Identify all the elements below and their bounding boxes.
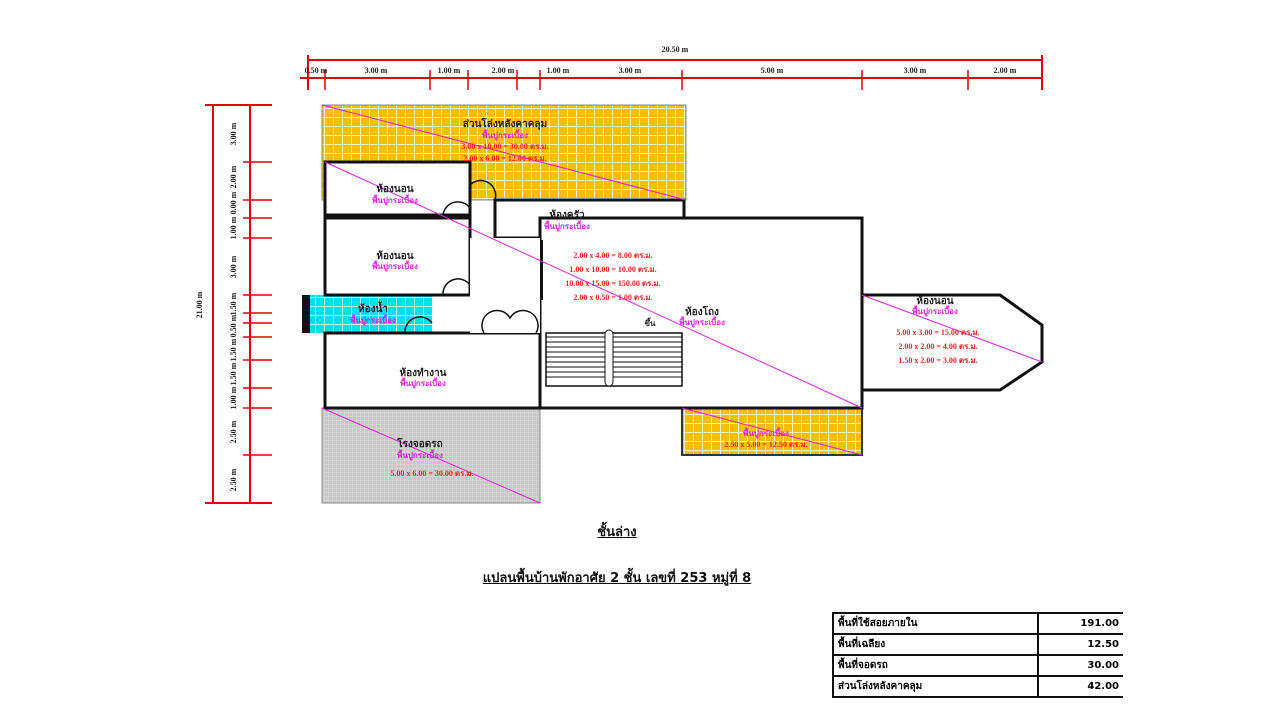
area-calc: 2.00 x 6.00 = 12.00 ตร.ม. (463, 154, 546, 163)
dim-label: 0.50 m (305, 66, 328, 75)
area-calc: 2.00 x 4.00 = 8.00 ตร.ม. (573, 251, 652, 260)
stair-up-mark: ขึ้น (645, 317, 656, 328)
row-value: 12.50 (1037, 633, 1123, 656)
dim-label: 2.00 m (229, 165, 238, 188)
dim-label: 0.00 m (229, 191, 238, 214)
floor-type: พื้นปูกระเบื้อง (544, 220, 590, 232)
area-calc: 3.00 x 10.00 = 30.00 ตร.ม. (461, 142, 548, 151)
dim-label: 3.00 m (229, 122, 238, 145)
area-calc: 2.00 x 2.00 = 4.00 ตร.ม. (898, 342, 977, 351)
floor-type: พื้นปูกระเบื้อง (743, 427, 789, 439)
floor-type: พื้นปูกระเบื้อง (372, 194, 418, 206)
floor-type: พื้นปูกระเบื้อง (912, 305, 958, 317)
plan-title: แปลนพื้นบ้านพักอาศัย 2 ชั้น เลขที่ 253 ห… (0, 567, 1234, 588)
stair-treads (546, 329, 682, 387)
row-label: พื้นที่ใช้สอยภายใน (832, 612, 1039, 635)
room-name: ห้องนอน (376, 250, 413, 262)
office (323, 331, 542, 410)
top-dimensions (300, 55, 1043, 90)
bedroom-2 (323, 216, 472, 297)
area-calc: 2.00 x 0.50 = 1.00 ตร.ม. (573, 293, 652, 302)
floor-type: พื้นปูกระเบื้อง (482, 129, 528, 141)
bedroom-1 (323, 160, 472, 217)
row-label: ส่วนโล่งหลังคาคลุม (832, 675, 1039, 698)
side-segment-labels: 3.00 m 2.00 m 1.00 m 0.00 m 3.00 m 1.50 … (229, 122, 238, 491)
area-calc: 2.50 x 5.00 = 12.50 ตร.ม. (724, 440, 807, 449)
door-swings (404, 179, 539, 334)
bathroom (302, 295, 432, 333)
room-name: ห้องนอน (916, 295, 953, 307)
area-calc: 1.00 x 10.00 = 10.00 ตร.ม. (569, 265, 656, 274)
dim-label: 5.00 m (761, 66, 784, 75)
dim-label: 2.50 m (229, 468, 238, 491)
dim-label: 1.00 m (229, 386, 238, 409)
room-name: ห้องนอน (376, 183, 413, 195)
row-label: พื้นที่จอดรถ (832, 654, 1039, 677)
overall-depth-label: 21.00 m (195, 291, 204, 318)
dim-label: 1.00 m (547, 66, 570, 75)
room-name: ห้องน้ำ (358, 301, 388, 315)
row-value: 42.00 (1037, 675, 1123, 698)
floor-type: พื้นปูกระเบื้อง (400, 377, 446, 389)
overall-width-label: 20.50 m (662, 45, 689, 54)
room-name: ห้องครัว (549, 209, 585, 221)
top-segment-labels: 0.50 m 3.00 m 1.00 m 2.00 m 1.00 m 3.00 … (305, 66, 1017, 75)
dim-label: 2.00 m (492, 66, 515, 75)
floor-type: พื้นปูกระเบื้อง (679, 316, 725, 328)
dim-label: 1.00 m (438, 66, 461, 75)
dim-label: 3.00 m (904, 66, 927, 75)
floor-type: พื้นปูกระเบื้อง (397, 449, 443, 461)
room-name: ห้องโถง (685, 305, 719, 318)
dim-label: 3.00 m (365, 66, 388, 75)
row-value: 191.00 (1037, 612, 1123, 635)
row-label: พื้นที่เฉลียง (832, 633, 1039, 656)
dim-label: 3.00 m (229, 255, 238, 278)
dim-label: 2.50 m (229, 420, 238, 443)
area-calc: 5.00 x 3.00 = 15.00 ตร.ม. (896, 328, 979, 337)
dim-label: 0.50 m (229, 314, 238, 337)
room-labels: ส่วนโล่งหลังคาคลุม พื้นปูกระเบื้อง 3.00 … (350, 117, 980, 478)
area-calc: 10.00 x 15.00 = 150.00 ตร.ม. (565, 279, 660, 288)
row-value: 30.00 (1037, 654, 1123, 677)
dim-label: 1.50 m (229, 338, 238, 361)
dim-label: 3.00 m (619, 66, 642, 75)
area-calc: 1.50 x 2.00 = 3.00 ตร.ม. (898, 356, 977, 365)
dim-label: 1.50 m (229, 362, 238, 385)
walls (302, 160, 1044, 410)
room-name: ห้องทำงาน (399, 367, 446, 379)
floor-type: พื้นปูกระเบื้อง (350, 314, 396, 326)
floor-title: ชั้นล่าง (0, 521, 1234, 542)
guide-lines (321, 104, 1043, 504)
room-name: ส่วนโล่งหลังคาคลุม (463, 117, 547, 130)
room-name: โรงจอดรถ (396, 437, 442, 450)
floor-type: พื้นปูกระเบื้อง (372, 260, 418, 272)
side-dimensions (205, 104, 272, 504)
dim-label: 1.00 m (229, 216, 238, 239)
dim-label: 1.50 m (229, 292, 238, 315)
plan-title-text: แปลนพื้นบ้านพักอาศัย 2 ชั้น เลขที่ 253 ห… (482, 571, 752, 586)
dim-label: 2.00 m (994, 66, 1017, 75)
staircase (545, 332, 683, 387)
area-calc: 5.00 x 6.00 = 30.00 ตร.ม. (390, 469, 473, 478)
floor-title-text: ชั้นล่าง (597, 525, 637, 540)
